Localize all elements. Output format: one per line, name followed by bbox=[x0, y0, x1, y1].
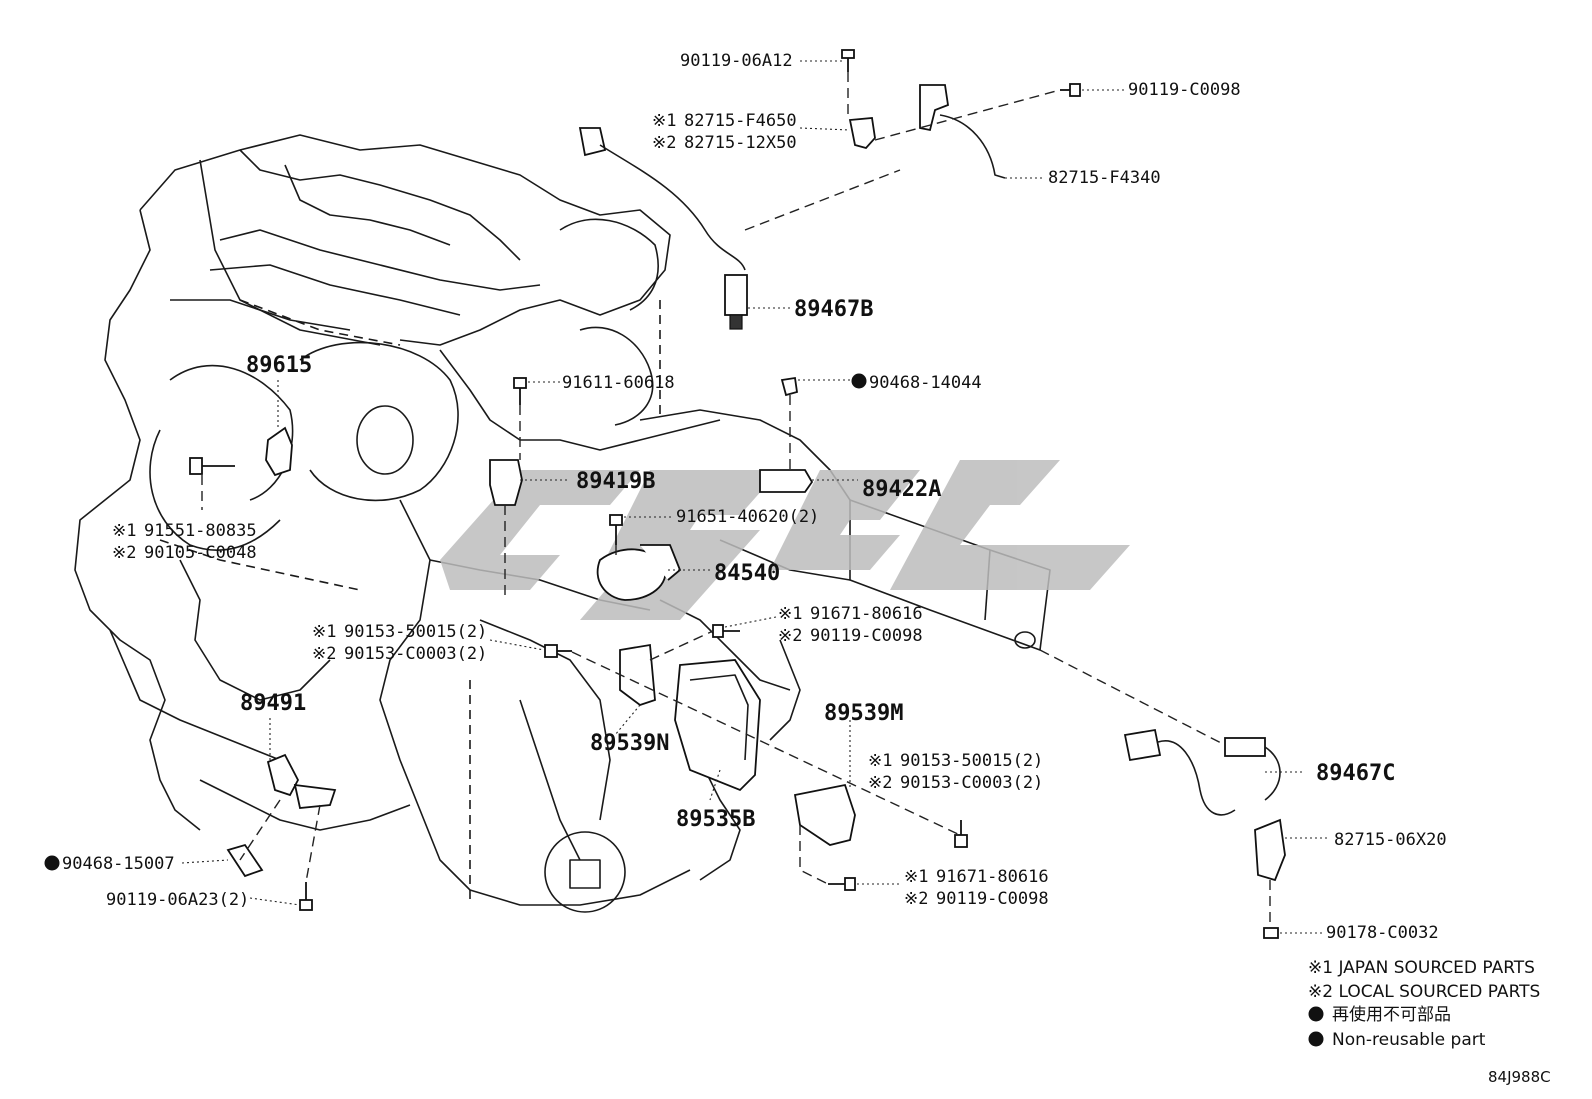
engine-transaxle-outline bbox=[74, 134, 1051, 913]
note-marker: ※2 bbox=[868, 773, 892, 793]
note-marker: ※2 bbox=[312, 644, 336, 664]
note-marker: ※1 bbox=[778, 604, 802, 624]
label-89422A: 89422A bbox=[862, 477, 941, 502]
bracket-89539M-glyph bbox=[793, 783, 856, 846]
label-90153-50015-right: 90153-50015(2) bbox=[900, 751, 1043, 771]
watermark-logo bbox=[440, 460, 1130, 620]
non-reusable-dot bbox=[851, 373, 867, 389]
label-91551-80835: 91551-80835 bbox=[144, 521, 257, 541]
label-90105-C0048: 90105-C0048 bbox=[144, 543, 257, 563]
label-90468-14044: 90468-14044 bbox=[869, 373, 982, 393]
legend-non-reusable-ja: 再使用不可部品 bbox=[1332, 1004, 1451, 1025]
legend: ※1 JAPAN SOURCED PARTS ※2 LOCAL SOURCED … bbox=[1308, 958, 1551, 1086]
legend-note-local: ※2 LOCAL SOURCED PARTS bbox=[1308, 982, 1540, 1002]
note-marker: ※1 bbox=[312, 622, 336, 642]
bracket-82715-F4340-glyph bbox=[919, 84, 949, 132]
label-82715-12X50: 82715-12X50 bbox=[684, 133, 797, 153]
label-84540: 84540 bbox=[714, 561, 780, 586]
note-marker: ※1 bbox=[904, 867, 928, 887]
legend-note-japan: ※1 JAPAN SOURCED PARTS bbox=[1308, 958, 1535, 978]
bolt-91551-80835-glyph bbox=[189, 457, 235, 475]
diagram-code: 84J988C bbox=[1488, 1068, 1551, 1086]
bolt-91611-60618-glyph bbox=[513, 377, 527, 405]
bolt-91671-80616-lower-glyph bbox=[828, 877, 856, 891]
label-90119-06A12: 90119-06A12 bbox=[680, 51, 793, 71]
sensor-89467B-connector-glyph bbox=[578, 127, 607, 157]
label-90468-15007: 90468-15007 bbox=[62, 854, 175, 874]
sensor-89615-glyph bbox=[265, 426, 293, 477]
clip-90468-14044-glyph bbox=[780, 376, 799, 397]
bolt-90119-C0098-top-glyph bbox=[1060, 83, 1081, 97]
bolt-90153-50015-right-glyph bbox=[954, 820, 968, 848]
label-82715-F4650: 82715-F4650 bbox=[684, 111, 797, 131]
note-marker: ※2 bbox=[904, 889, 928, 909]
assembly-lines bbox=[201, 72, 1271, 928]
sensor-89419B-glyph bbox=[489, 459, 523, 506]
non-reusable-dot bbox=[44, 855, 60, 871]
sensor-89422A-glyph bbox=[759, 469, 814, 493]
label-90119-C0098-upper: 90119-C0098 bbox=[810, 626, 923, 646]
bolt-90153-50015-left-glyph bbox=[544, 644, 572, 658]
switch-84540-glyph bbox=[596, 548, 667, 601]
label-90119-C0098-lower: 90119-C0098 bbox=[936, 889, 1049, 909]
label-90153-C0003-left: 90153-C0003(2) bbox=[344, 644, 487, 664]
label-89491: 89491 bbox=[240, 691, 306, 716]
label-90178-C0032: 90178-C0032 bbox=[1326, 923, 1439, 943]
label-91671-80616-upper: 91671-80616 bbox=[810, 604, 923, 624]
bolt-90119-06A12-glyph bbox=[841, 49, 855, 72]
note-marker: ※2 bbox=[112, 543, 136, 563]
clip-90468-15007-glyph bbox=[226, 843, 264, 878]
note-marker: ※1 bbox=[652, 111, 676, 131]
sensor-89491-glyph bbox=[266, 753, 300, 797]
label-90153-C0003-right: 90153-C0003(2) bbox=[900, 773, 1043, 793]
part-labels: 90119-06A12 90119-C0098 ※1 82715-F4650 ※… bbox=[44, 51, 1447, 943]
bracket-89539N-glyph bbox=[619, 643, 656, 707]
non-reusable-dot bbox=[1308, 1031, 1324, 1047]
nut-90178-C0032-glyph bbox=[1263, 927, 1279, 939]
note-marker: ※1 bbox=[112, 521, 136, 541]
label-91651-40620: 91651-40620(2) bbox=[676, 507, 819, 527]
label-82715-06X20: 82715-06X20 bbox=[1334, 830, 1447, 850]
label-89539M: 89539M bbox=[824, 701, 903, 726]
non-reusable-dot bbox=[1308, 1006, 1324, 1022]
sensor-89467C-glyph bbox=[1224, 737, 1266, 757]
bolt-91651-40620-glyph bbox=[609, 514, 623, 545]
note-marker: ※2 bbox=[652, 133, 676, 153]
label-89539N: 89539N bbox=[590, 731, 669, 756]
label-89535B: 89535B bbox=[676, 807, 755, 832]
note-marker: ※2 bbox=[778, 626, 802, 646]
sensor-89467C-connector-glyph bbox=[1123, 728, 1162, 762]
sensor-89467B-glyph bbox=[724, 274, 748, 316]
label-82715-F4340: 82715-F4340 bbox=[1048, 168, 1161, 188]
label-90153-50015-left: 90153-50015(2) bbox=[344, 622, 487, 642]
label-89615: 89615 bbox=[246, 353, 312, 378]
label-91671-80616-lower: 91671-80616 bbox=[936, 867, 1049, 887]
parts-glyphs bbox=[189, 49, 1286, 939]
note-marker: ※1 bbox=[868, 751, 892, 771]
ecu-89535B-glyph bbox=[674, 659, 761, 792]
bracket-82715-F4650-glyph bbox=[848, 117, 876, 150]
label-91611-60618: 91611-60618 bbox=[562, 373, 675, 393]
label-90119-06A23: 90119-06A23(2) bbox=[106, 890, 249, 910]
label-89467B: 89467B bbox=[794, 297, 873, 322]
label-89467C: 89467C bbox=[1316, 761, 1395, 786]
legend-non-reusable-en: Non-reusable part bbox=[1332, 1030, 1486, 1050]
bracket-82715-06X20-glyph bbox=[1254, 818, 1286, 882]
leader-lines bbox=[181, 60, 1330, 934]
bolt-90119-06A23-glyph bbox=[299, 882, 313, 911]
label-89419B: 89419B bbox=[576, 469, 655, 494]
label-90119-C0098-top: 90119-C0098 bbox=[1128, 80, 1241, 100]
